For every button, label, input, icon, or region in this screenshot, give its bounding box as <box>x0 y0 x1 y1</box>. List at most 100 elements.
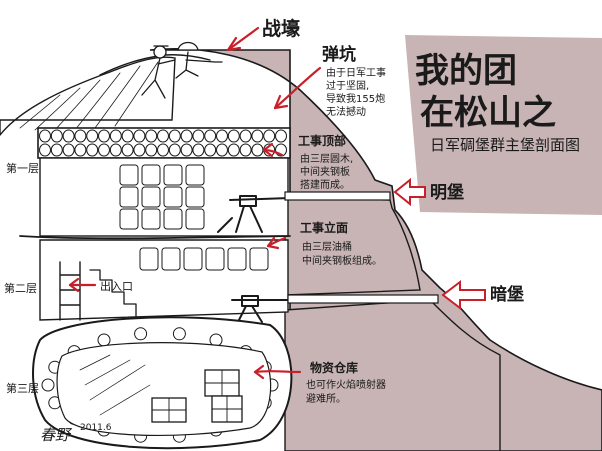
barrel <box>227 247 247 271</box>
signature-name: 春野 <box>40 426 73 444</box>
barrel <box>139 247 159 271</box>
roof-log <box>121 143 134 157</box>
roof-log <box>133 129 146 143</box>
red-arrows <box>68 26 486 380</box>
label-wall-line-1: 由三层油桶 <box>302 240 352 253</box>
bunker-floor-2 <box>39 239 439 323</box>
roof-log <box>74 143 87 157</box>
signature-date: 2011.6 <box>80 423 112 433</box>
barrel <box>141 208 161 230</box>
roof-log <box>133 143 146 157</box>
roof-log <box>168 143 181 157</box>
roof-log <box>157 143 169 157</box>
barrel <box>205 247 225 271</box>
roof-log <box>251 129 264 143</box>
arrow-trench <box>226 26 260 52</box>
label-wall-title: 工事立面 <box>300 220 348 235</box>
floor2-room <box>39 239 289 321</box>
hill-left-earth <box>0 56 176 137</box>
roof-log <box>216 143 228 157</box>
roof-log <box>275 129 287 143</box>
ring-log <box>97 333 111 347</box>
roof-log <box>227 129 240 143</box>
ring-log <box>134 327 148 341</box>
roof-log <box>192 129 205 143</box>
hill-earth <box>0 35 602 451</box>
label-floor-2: 第二层 <box>4 281 37 295</box>
roof-logs <box>39 129 287 157</box>
hidden-bunker-slit <box>287 294 439 304</box>
barrel <box>119 208 139 230</box>
roof-log <box>86 143 99 157</box>
label-open-bunker: 明堡 <box>430 182 464 203</box>
roof-log <box>239 143 252 157</box>
label-hidden-bunker: 暗堡 <box>490 284 524 305</box>
machine-gun-floor1 <box>217 195 291 233</box>
roof-log <box>145 129 158 143</box>
label-top-line-3: 搭建而成。 <box>300 178 350 191</box>
bunker-floor-3 <box>32 316 293 450</box>
roof-log <box>121 129 134 143</box>
label-crater-line-4: 无法撼动 <box>326 105 366 118</box>
soldier-helmet <box>177 41 199 51</box>
title-subtitle: 日军碉堡群主堡剖面图 <box>430 136 580 154</box>
roof-log <box>39 143 51 157</box>
roof-log <box>98 143 110 157</box>
roof-log <box>109 143 122 157</box>
roof-log <box>192 143 205 157</box>
arrow-crater <box>273 66 322 110</box>
stairs <box>89 269 137 317</box>
barrel-stack-floor2 <box>139 247 269 271</box>
barrel <box>163 164 183 186</box>
barrel <box>249 247 269 271</box>
roof-log <box>50 129 63 143</box>
roof-log <box>50 143 63 157</box>
title-line-1: 我的团 <box>415 51 517 91</box>
barrel <box>185 164 205 186</box>
arrow-open-bunker <box>393 177 426 207</box>
label-crater-line-2: 过于坚固, <box>326 79 369 92</box>
earth-lower-left <box>0 300 40 451</box>
barrel <box>141 164 161 186</box>
roof-log <box>204 143 217 157</box>
ring-log <box>41 378 55 392</box>
roof-log <box>62 129 75 143</box>
text-labels: 战壕 弹坑 由于日军工事 过于坚固, 导致我155炮 无法撼动 我的团 在松山之… <box>4 17 580 444</box>
supply-crates <box>151 369 243 423</box>
roof-log <box>145 143 158 157</box>
roof-log <box>216 129 228 143</box>
roof-log <box>109 129 122 143</box>
label-wall-line-2: 中间夹钢板组成。 <box>302 254 382 267</box>
label-crater-line-3: 导致我155炮 <box>326 92 385 105</box>
soldier-head-1 <box>153 45 167 59</box>
roof-log <box>157 129 169 143</box>
barrel <box>163 186 183 208</box>
roof-log <box>251 143 264 157</box>
label-floor-3: 第三层 <box>6 381 39 395</box>
label-storage-title: 物资仓库 <box>310 360 358 375</box>
roof-log <box>204 129 217 143</box>
barrel <box>163 208 183 230</box>
label-storage-line-2: 避难所。 <box>306 392 346 405</box>
open-bunker-slit <box>284 191 391 201</box>
label-top-line-2: 中间夹钢板 <box>300 165 350 178</box>
arrow-storage <box>253 370 302 374</box>
title-line-2: 在松山之 <box>420 93 556 133</box>
title-panel-bg <box>405 35 602 215</box>
label-crater-line-1: 由于日军工事 <box>326 66 386 79</box>
roof-log <box>86 129 99 143</box>
roof-log <box>227 143 240 157</box>
earth-wall-right <box>284 197 421 296</box>
bunker-floor-1 <box>19 127 391 240</box>
roof-log <box>168 129 181 143</box>
label-top-title: 工事顶部 <box>298 133 346 148</box>
barrel <box>119 186 139 208</box>
barrel <box>161 247 181 271</box>
barrel <box>141 186 161 208</box>
label-storage-line-1: 也可作火焰喷射器 <box>306 378 386 391</box>
roof-log <box>74 129 87 143</box>
barrel <box>185 208 205 230</box>
roof-log <box>180 129 193 143</box>
barrel-stack-floor1 <box>119 164 205 230</box>
